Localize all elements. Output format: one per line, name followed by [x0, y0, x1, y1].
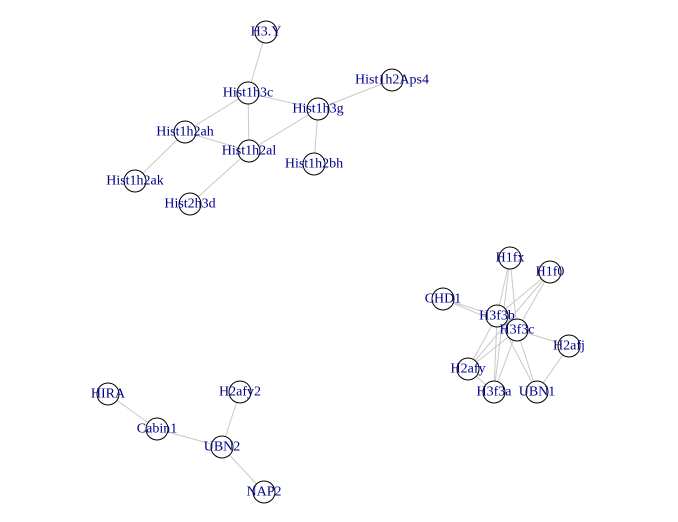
- node-circle: [123, 169, 147, 193]
- node-H3f3a: H3f3a: [477, 380, 513, 404]
- node-circle: [498, 246, 522, 270]
- edge-H3f3b-H3f3a: [493, 315, 498, 393]
- node-circle: [456, 357, 480, 381]
- node-Cabin1: Cabin1: [137, 417, 177, 441]
- node-label: CHD1: [425, 292, 462, 307]
- node-circle: [557, 334, 581, 358]
- node-circle: [538, 260, 562, 284]
- edge-H1fx-H3f3c: [509, 257, 518, 331]
- node-label: Hist1h2ah: [156, 125, 214, 140]
- edge-CHD1-H3f3c: [442, 298, 518, 331]
- node-UBN1: UBN1: [519, 380, 556, 404]
- node-Hist1h2ah: Hist1h2ah: [156, 120, 214, 144]
- node-circle: [482, 380, 506, 404]
- node-H3.Y: H3.Y: [251, 20, 282, 44]
- node-UBN2: UBN2: [204, 435, 241, 459]
- node-label: NAP2: [246, 485, 281, 500]
- node-label: Hist1h3c: [223, 86, 274, 101]
- node-circle: [178, 192, 202, 216]
- node-H2afj: H2afj: [553, 334, 585, 358]
- edge-Hist1h2ah-Hist1h2ak: [134, 131, 186, 182]
- node-Hist1h2ak: Hist1h2ak: [106, 169, 164, 193]
- node-circle: [380, 68, 404, 92]
- edge-H1f0-H2afy: [467, 271, 551, 370]
- node-Hist1h3c: Hist1h3c: [223, 81, 274, 105]
- node-label: H2afj: [553, 339, 585, 354]
- node-circle: [525, 380, 549, 404]
- node-label: Hist1h2bh: [285, 157, 343, 172]
- node-circle: [210, 435, 234, 459]
- node-HIRA: HIRA: [91, 382, 126, 406]
- node-H3f3b: H3f3b: [479, 304, 515, 328]
- edge-Hist1h2al-Hist2h3d: [189, 150, 250, 205]
- edge-H3f3b-UBN1: [496, 315, 538, 393]
- node-Hist1h2al: Hist1h2al: [222, 139, 277, 163]
- node-circle: [96, 382, 120, 406]
- node-circle: [505, 318, 529, 342]
- node-CHD1: CHD1: [425, 287, 462, 311]
- node-label: H1f0: [536, 265, 565, 280]
- node-label: UBN2: [204, 440, 241, 455]
- node-Hist1h2bh: Hist1h2bh: [285, 152, 343, 176]
- node-H1fx: H1fx: [496, 246, 525, 270]
- node-circle: [145, 417, 169, 441]
- node-label: H3f3c: [500, 323, 535, 338]
- node-circle: [302, 152, 326, 176]
- node-label: H3.Y: [251, 25, 282, 40]
- node-circle: [485, 304, 509, 328]
- node-Hist1h2Aps4: Hist1h2Aps4: [355, 68, 429, 92]
- node-label: H3f3a: [477, 385, 513, 400]
- node-circle: [252, 480, 276, 504]
- node-label: Hist1h2ak: [106, 174, 164, 189]
- node-circle: [431, 287, 455, 311]
- node-circle: [254, 20, 278, 44]
- edge-Hist1h3c-Hist1h3g: [247, 92, 319, 110]
- edge-Hist1h3g-Hist1h2Aps4: [317, 79, 393, 110]
- node-label: UBN1: [519, 385, 556, 400]
- node-Hist1h3g: Hist1h3g: [292, 97, 344, 121]
- node-circle: [173, 120, 197, 144]
- node-circle: [237, 139, 261, 163]
- edge-Hist1h3c-Hist1h2ah: [184, 92, 249, 133]
- node-label: H1fx: [496, 251, 525, 266]
- node-H2afy2: H2afy2: [219, 380, 261, 404]
- node-circle: [236, 81, 260, 105]
- node-label: Cabin1: [137, 422, 177, 437]
- node-H1f0: H1f0: [536, 260, 565, 284]
- node-label: H3f3b: [479, 309, 515, 324]
- edge-Hist1h3g-Hist1h2al: [248, 108, 319, 152]
- node-H3f3c: H3f3c: [500, 318, 535, 342]
- node-Hist2h3d: Hist2h3d: [164, 192, 216, 216]
- node-NAP2: NAP2: [246, 480, 282, 504]
- nodes-layer: H3.Y Hist1h3c Hist1h2Aps4Hist1h3gHist1h2ah…: [91, 20, 585, 504]
- node-label: H2afy: [451, 362, 486, 377]
- node-label: Hist2h3d: [164, 197, 215, 212]
- node-label: Hist1h3g: [292, 102, 343, 117]
- node-H2afy: H2afy: [451, 357, 486, 381]
- node-label: H2afy2: [219, 385, 261, 400]
- node-label: Hist1h2Aps4: [355, 73, 429, 88]
- node-label: Hist1h2al: [222, 144, 277, 159]
- node-label: HIRA: [91, 387, 126, 402]
- node-circle: [306, 97, 330, 121]
- node-circle: [228, 380, 252, 404]
